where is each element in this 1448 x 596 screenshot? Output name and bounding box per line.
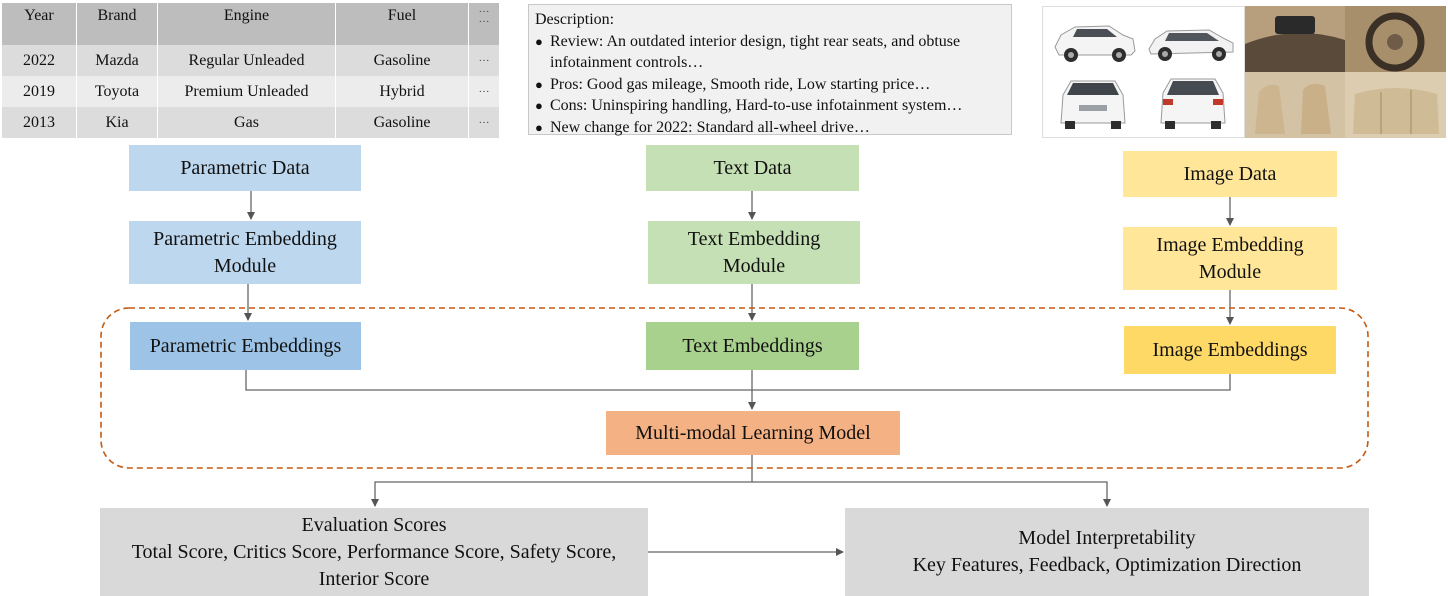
evaluation-scores-node: Evaluation Scores Total Score, Critics S… (100, 508, 648, 596)
model-interpretability-title: Model Interpretability (1018, 527, 1196, 549)
table-row: 2019 Toyota Premium Unleaded Hybrid ··· (2, 76, 499, 107)
car-image (1148, 29, 1234, 61)
car-image (1060, 80, 1126, 129)
description-heading: Description: (535, 11, 615, 28)
front-seats-image (1245, 72, 1345, 138)
rear-seats-image (1345, 72, 1446, 138)
car-interior-images (1245, 6, 1446, 138)
text-embedding-module-node: Text Embedding Module (648, 221, 860, 284)
bullet-icon: ● (535, 33, 543, 49)
dashboard-image (1245, 6, 1345, 72)
table-cell: Gasoline (335, 107, 469, 138)
table-cell: Gasoline (335, 45, 469, 76)
table-cell-more: ··· (468, 76, 499, 107)
table-cell: Mazda (76, 45, 158, 76)
evaluation-scores-list: Total Score, Critics Score, Performance … (131, 540, 617, 590)
text-embeddings-node: Text Embeddings (646, 322, 859, 370)
table-cell: 2022 (2, 45, 77, 76)
parametric-data-node: Parametric Data (129, 145, 361, 191)
description-item: ●Cons: Uninspiring handling, Hard-to-use… (535, 95, 1005, 117)
table-cell: Kia (76, 107, 158, 138)
table-cell-more: ··· (468, 107, 499, 138)
parametric-data-table: Year Brand Engine Fuel ······ 2022 Mazda… (2, 3, 499, 138)
table-row: 2022 Mazda Regular Unleaded Gasoline ··· (2, 45, 499, 76)
parametric-embeddings-node: Parametric Embeddings (130, 322, 361, 370)
table-cell: Regular Unleaded (157, 45, 336, 76)
table-cell: Hybrid (335, 76, 469, 107)
column-header-more: ······ (468, 3, 499, 45)
embedding-group-border (100, 307, 1369, 469)
text-data-node: Text Data (646, 145, 859, 191)
car-image (1160, 78, 1226, 129)
multimodal-learning-model-node: Multi-modal Learning Model (606, 411, 900, 455)
model-interpretability-node: Model Interpretability Key Features, Fee… (845, 508, 1369, 596)
table-row: 2013 Kia Gas Gasoline ··· (2, 107, 499, 138)
table-cell: Premium Unleaded (157, 76, 336, 107)
table-cell: 2019 (2, 76, 77, 107)
car-image (1054, 25, 1136, 62)
car-exterior-images (1042, 6, 1245, 138)
bullet-icon: ● (535, 76, 543, 92)
description-item: ●New change for 2022: Standard all-wheel… (535, 117, 1005, 139)
column-header-brand: Brand (76, 3, 158, 45)
description-item: ●Review: An outdated interior design, ti… (535, 32, 961, 72)
table-cell: 2013 (2, 107, 77, 138)
evaluation-scores-title: Evaluation Scores (301, 513, 447, 536)
text-description-box: Description: ●Review: An outdated interi… (528, 4, 1012, 136)
image-data-node: Image Data (1123, 151, 1337, 197)
model-interpretability-list: Key Features, Feedback, Optimization Dir… (912, 554, 1302, 576)
bullet-icon: ● (535, 119, 543, 135)
column-header-engine: Engine (157, 3, 336, 45)
image-embeddings-node: Image Embeddings (1124, 326, 1336, 374)
table-cell: Toyota (76, 76, 158, 107)
description-item: ●Pros: Good gas mileage, Smooth ride, Lo… (535, 74, 1005, 96)
bullet-icon: ● (535, 98, 543, 113)
table-cell-more: ··· (468, 45, 499, 76)
steering-wheel-image (1345, 6, 1446, 72)
column-header-year: Year (2, 3, 77, 45)
parametric-embedding-module-node: Parametric Embedding Module (129, 221, 361, 284)
table-cell: Gas (157, 107, 336, 138)
image-embedding-module-node: Image Embedding Module (1123, 227, 1337, 290)
column-header-fuel: Fuel (335, 3, 469, 45)
